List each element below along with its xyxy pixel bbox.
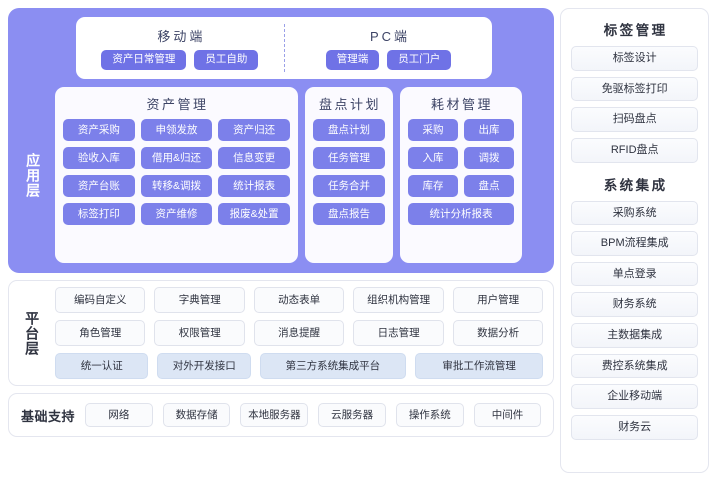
stocktaking-item-1[interactable]: 任务管理 xyxy=(313,147,385,170)
app-layer-char-0: 应用层 xyxy=(25,152,42,198)
platform-item-2-2[interactable]: 第三方系统集成平台 xyxy=(259,353,406,380)
consumables-item-0[interactable]: 采购 xyxy=(408,119,458,142)
client-platforms-card: 移动端 资产日常管理 员工自助 PC端 管理端 员工门户 xyxy=(76,17,493,79)
sidebar-item-driverless-label-print[interactable]: 免驱标签打印 xyxy=(571,76,698,102)
asset-item-10[interactable]: 资产维修 xyxy=(140,203,213,226)
asset-item-4[interactable]: 借用&归还 xyxy=(140,147,213,170)
base-support-title: 基础支持 xyxy=(21,408,76,424)
right-sidebar: 标签管理 标签设计 免驱标签打印 扫码盘点 RFID盘点 系统集成 采购系统 B… xyxy=(560,8,709,473)
base-support-items: 网络 数据存储 本地服务器 云服务器 操作系统 中间件 xyxy=(85,402,542,428)
asset-item-8[interactable]: 统计报表 xyxy=(218,175,290,198)
sidebar-item-label-design[interactable]: 标签设计 xyxy=(571,46,698,71)
asset-item-3[interactable]: 验收入库 xyxy=(63,147,135,170)
left-column: 移动端 资产日常管理 员工自助 PC端 管理端 员工门户 xyxy=(8,8,555,473)
base-item-0[interactable]: 网络 xyxy=(85,402,153,428)
base-item-4[interactable]: 操作系统 xyxy=(395,402,464,428)
mobile-item-1[interactable]: 员工自助 xyxy=(194,50,259,70)
platform-layer-label: 平台层 xyxy=(17,311,47,356)
platform-item-0-3[interactable]: 组织机构管理 xyxy=(353,286,444,313)
consumables-item-2[interactable]: 入库 xyxy=(408,147,458,170)
base-item-2[interactable]: 本地服务器 xyxy=(240,402,309,428)
consumables-management-title: 耗材管理 xyxy=(430,97,493,112)
asset-item-11[interactable]: 报废&处置 xyxy=(218,203,290,226)
application-layer-label: 应用层 xyxy=(18,87,48,263)
asset-item-1[interactable]: 申领发放 xyxy=(140,119,213,142)
platform-item-2-0[interactable]: 统一认证 xyxy=(55,353,149,380)
stocktaking-plan-title: 盘点计划 xyxy=(318,97,381,112)
consumables-item-5[interactable]: 盘点 xyxy=(464,175,514,198)
stocktaking-item-3[interactable]: 盘点报告 xyxy=(313,203,385,226)
pc-client-section: PC端 管理端 员工门户 xyxy=(285,17,493,79)
platform-item-1-0[interactable]: 角色管理 xyxy=(55,319,146,347)
consumables-item-report[interactable]: 统计分析报表 xyxy=(408,203,514,226)
mobile-client-items: 资产日常管理 员工自助 xyxy=(101,50,259,70)
system-integration-title: 系统集成 xyxy=(603,177,668,193)
platform-item-0-1[interactable]: 字典管理 xyxy=(154,286,245,313)
application-layer-body: 应用层 资产管理 资产采购 申领发放 资产归还 验收入库 借用&归还 信息变更 … xyxy=(18,87,544,263)
platform-item-0-2[interactable]: 动态表单 xyxy=(253,286,345,313)
base-support-panel: 基础支持 网络 数据存储 本地服务器 云服务器 操作系统 中间件 xyxy=(8,393,555,437)
sidebar-item-procurement-system[interactable]: 采购系统 xyxy=(571,200,698,226)
sidebar-item-rfid-stocktaking[interactable]: RFID盘点 xyxy=(571,137,698,163)
platform-row-2: 统一认证 对外开发接口 第三方系统集成平台 审批工作流管理 xyxy=(55,353,544,380)
sidebar-item-enterprise-mobile[interactable]: 企业移动端 xyxy=(571,384,698,410)
stocktaking-plan-card: 盘点计划 盘点计划 任务管理 任务合并 盘点报告 xyxy=(305,87,393,263)
pc-item-0[interactable]: 管理端 xyxy=(325,50,380,70)
asset-item-9[interactable]: 标签打印 xyxy=(63,203,135,226)
pc-item-1[interactable]: 员工门户 xyxy=(387,50,452,70)
asset-item-7[interactable]: 转移&调拨 xyxy=(140,175,213,198)
mobile-client-section: 移动端 资产日常管理 员工自助 xyxy=(76,17,284,79)
base-item-5[interactable]: 中间件 xyxy=(473,402,542,428)
consumables-item-3[interactable]: 调拨 xyxy=(464,147,514,170)
asset-management-card: 资产管理 资产采购 申领发放 资产归还 验收入库 借用&归还 信息变更 资产台账… xyxy=(55,87,298,263)
consumables-item-1[interactable]: 出库 xyxy=(464,119,514,142)
platform-item-1-4[interactable]: 数据分析 xyxy=(452,319,544,347)
asset-management-grid: 资产采购 申领发放 资产归还 验收入库 借用&归还 信息变更 资产台账 转移&调… xyxy=(63,119,290,226)
sidebar-item-scan-stocktaking[interactable]: 扫码盘点 xyxy=(571,107,698,132)
base-item-3[interactable]: 云服务器 xyxy=(318,402,386,428)
mobile-item-0[interactable]: 资产日常管理 xyxy=(101,50,187,70)
asset-item-6[interactable]: 资产台账 xyxy=(63,175,135,198)
platform-row-1: 角色管理 权限管理 消息提醒 日志管理 数据分析 xyxy=(55,319,544,347)
platform-item-2-3[interactable]: 审批工作流管理 xyxy=(414,353,544,380)
mobile-client-title: 移动端 xyxy=(157,29,206,45)
platform-item-2-1[interactable]: 对外开发接口 xyxy=(157,353,251,380)
label-management-title: 标签管理 xyxy=(603,23,668,38)
pc-client-items: 管理端 员工门户 xyxy=(325,50,452,70)
asset-item-0[interactable]: 资产采购 xyxy=(63,119,135,142)
sidebar-item-finance-system[interactable]: 财务系统 xyxy=(571,292,698,318)
sidebar-item-expense-control-integration[interactable]: 费控系统集成 xyxy=(571,353,698,379)
sidebar-item-single-sign-on[interactable]: 单点登录 xyxy=(571,261,698,287)
platform-item-0-4[interactable]: 用户管理 xyxy=(452,286,544,313)
stocktaking-plan-grid: 盘点计划 任务管理 任务合并 盘点报告 xyxy=(313,119,385,226)
consumables-management-card: 耗材管理 采购 出库 入库 调拨 库存 盘点 统计分析报表 xyxy=(400,87,522,263)
consumables-management-grid: 采购 出库 入库 调拨 库存 盘点 统计分析报表 xyxy=(408,119,514,226)
platform-layer-rows: 编码自定义 字典管理 动态表单 组织机构管理 用户管理 角色管理 权限管理 消息… xyxy=(55,286,544,380)
platform-layer-label-text: 平台层 xyxy=(24,310,41,356)
client-divider xyxy=(283,24,285,72)
sidebar-item-master-data-integration[interactable]: 主数据集成 xyxy=(571,323,698,348)
base-item-1[interactable]: 数据存储 xyxy=(162,402,231,428)
stocktaking-item-2[interactable]: 任务合并 xyxy=(313,175,385,198)
pc-client-title: PC端 xyxy=(370,29,411,45)
sidebar-item-bpm-integration[interactable]: BPM流程集成 xyxy=(571,231,698,256)
platform-row-0: 编码自定义 字典管理 动态表单 组织机构管理 用户管理 xyxy=(55,286,544,313)
platform-item-0-0[interactable]: 编码自定义 xyxy=(55,286,146,313)
platform-layer-panel: 平台层 编码自定义 字典管理 动态表单 组织机构管理 用户管理 角色管理 权限管… xyxy=(8,280,555,386)
application-layer-panel: 移动端 资产日常管理 员工自助 PC端 管理端 员工门户 xyxy=(8,8,555,273)
sidebar-item-finance-cloud[interactable]: 财务云 xyxy=(571,415,698,440)
asset-management-title: 资产管理 xyxy=(146,97,209,112)
asset-item-5[interactable]: 信息变更 xyxy=(218,147,290,170)
platform-item-1-2[interactable]: 消息提醒 xyxy=(253,319,345,347)
consumables-item-4[interactable]: 库存 xyxy=(408,175,458,198)
platform-item-1-3[interactable]: 日志管理 xyxy=(353,319,444,347)
platform-item-1-1[interactable]: 权限管理 xyxy=(154,319,245,347)
asset-item-2[interactable]: 资产归还 xyxy=(218,119,290,142)
stocktaking-item-0[interactable]: 盘点计划 xyxy=(313,119,385,142)
